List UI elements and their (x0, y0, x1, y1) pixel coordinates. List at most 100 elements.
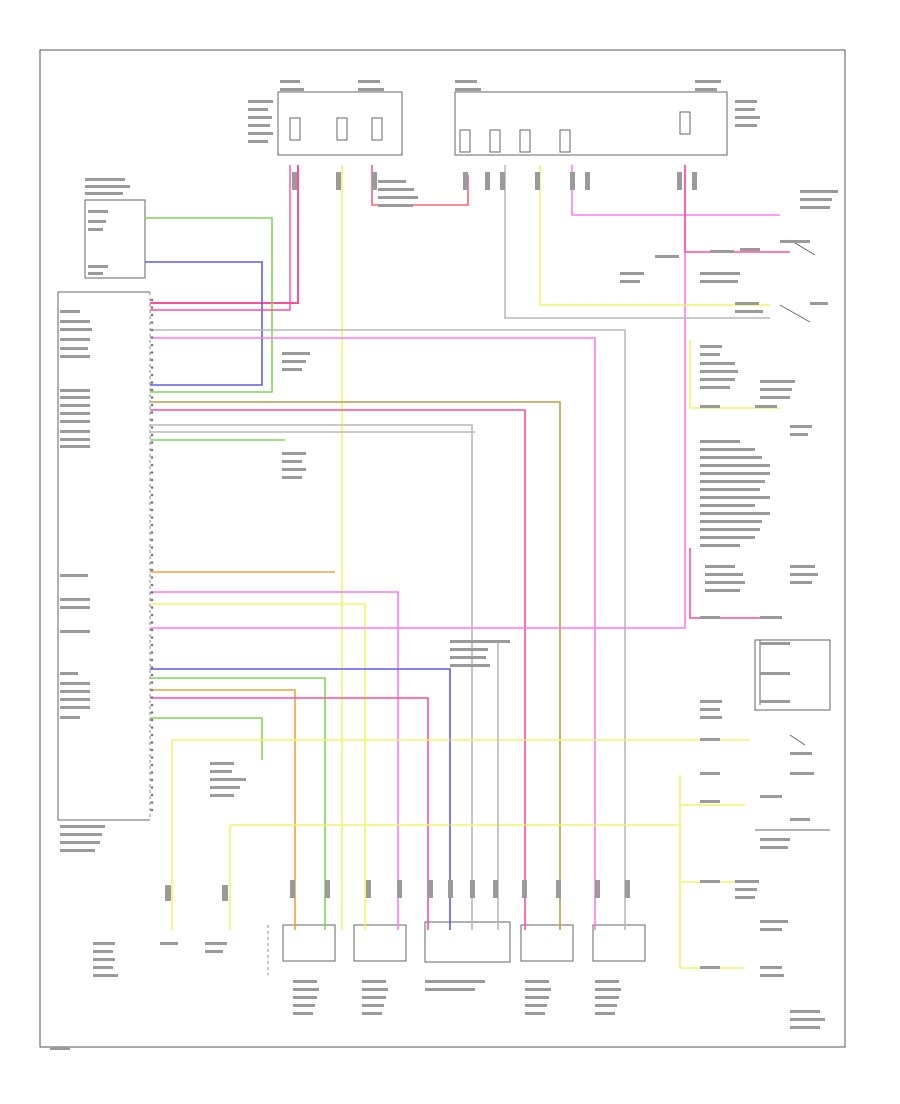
unreadable-label (760, 642, 790, 645)
unreadable-label (60, 310, 80, 313)
wire-green-short (150, 717, 263, 760)
unreadable-label (85, 192, 123, 195)
unreadable-label (760, 672, 790, 675)
connector-pin (150, 306, 154, 309)
unreadable-label (800, 190, 838, 193)
unreadable-label (620, 272, 644, 275)
connector-pin (150, 538, 154, 542)
unreadable-label (790, 818, 810, 821)
unreadable-label (790, 565, 815, 568)
unreadable-label (93, 966, 113, 969)
unreadable-label (165, 885, 171, 901)
unreadable-label (700, 716, 722, 719)
unreadable-label (735, 888, 757, 891)
unreadable-label (248, 140, 268, 143)
fuse-box-right (454, 91, 728, 156)
unreadable-label (60, 825, 105, 828)
unreadable-label (60, 833, 102, 836)
unreadable-label (525, 1012, 545, 1015)
unreadable-label (85, 178, 125, 181)
unreadable-label (760, 380, 795, 383)
wire-pink-to-conn (150, 409, 526, 930)
unreadable-label (248, 116, 272, 119)
unreadable-label (493, 880, 498, 898)
connector-pin (150, 733, 154, 737)
label-marks (50, 80, 838, 1050)
wire-gray-vert (150, 329, 626, 930)
unreadable-label (362, 980, 386, 983)
connector-pin (150, 741, 154, 744)
unreadable-label (248, 132, 273, 135)
unreadable-label (358, 80, 380, 83)
unreadable-label (700, 480, 765, 483)
unreadable-label (700, 512, 770, 515)
unreadable-label (60, 420, 90, 423)
connector-pin (150, 471, 154, 474)
unreadable-label (450, 648, 488, 651)
unreadable-label (700, 472, 770, 475)
unreadable-label (455, 88, 481, 91)
unreadable-label (425, 988, 475, 991)
unreadable-label (293, 980, 317, 983)
unreadable-label (210, 786, 240, 789)
connector-pin (150, 613, 154, 617)
unreadable-label (428, 880, 433, 898)
unreadable-label (60, 396, 90, 399)
connector-pin (150, 643, 154, 647)
unreadable-label (450, 640, 490, 643)
unreadable-label (525, 1004, 547, 1007)
unreadable-label (535, 172, 540, 190)
unreadable-label (700, 536, 755, 539)
unreadable-label (790, 772, 814, 775)
unreadable-label (700, 345, 722, 348)
unreadable-label (293, 996, 317, 999)
unreadable-label (293, 1004, 315, 1007)
connector-pin (150, 463, 154, 467)
unreadable-label (760, 795, 782, 798)
unreadable-label (60, 690, 90, 693)
unreadable-label (210, 762, 234, 765)
unreadable-label (755, 405, 777, 408)
unreadable-label (88, 210, 108, 213)
unreadable-label (358, 88, 384, 91)
upper-left-module (84, 199, 146, 279)
unreadable-label (790, 573, 818, 576)
connector-pin (150, 508, 154, 512)
unreadable-label (790, 752, 812, 755)
connector-pin (150, 418, 154, 422)
unreadable-label (485, 172, 490, 190)
unreadable-label (595, 1004, 617, 1007)
unreadable-label (455, 80, 477, 83)
unreadable-label (60, 355, 90, 358)
connector-pin (150, 598, 154, 602)
connector-pin (150, 801, 154, 804)
unreadable-label (60, 706, 90, 709)
unreadable-label (790, 1018, 825, 1021)
unreadable-label (60, 630, 90, 633)
unreadable-label (700, 280, 738, 283)
unreadable-label (790, 581, 812, 584)
unreadable-label (362, 988, 388, 991)
connector-pin (150, 666, 154, 669)
connector-pin (150, 403, 154, 407)
unreadable-label (362, 1012, 382, 1015)
unreadable-label (595, 980, 619, 983)
wire-magenta-long (150, 165, 686, 629)
connector-pin (150, 726, 154, 729)
connector-pin (150, 576, 154, 579)
unreadable-label (700, 362, 735, 365)
unreadable-label (700, 448, 755, 451)
unreadable-label (282, 468, 306, 471)
unreadable-label (88, 272, 103, 275)
unreadable-label (248, 100, 273, 103)
connector-pin (150, 681, 154, 684)
unreadable-label (60, 574, 88, 577)
unreadable-label (595, 988, 621, 991)
unreadable-label (60, 716, 80, 719)
connector-pin (150, 658, 154, 662)
unreadable-label (780, 240, 810, 243)
unreadable-label (695, 88, 717, 91)
unreadable-label (760, 388, 792, 391)
unreadable-label (463, 172, 468, 190)
